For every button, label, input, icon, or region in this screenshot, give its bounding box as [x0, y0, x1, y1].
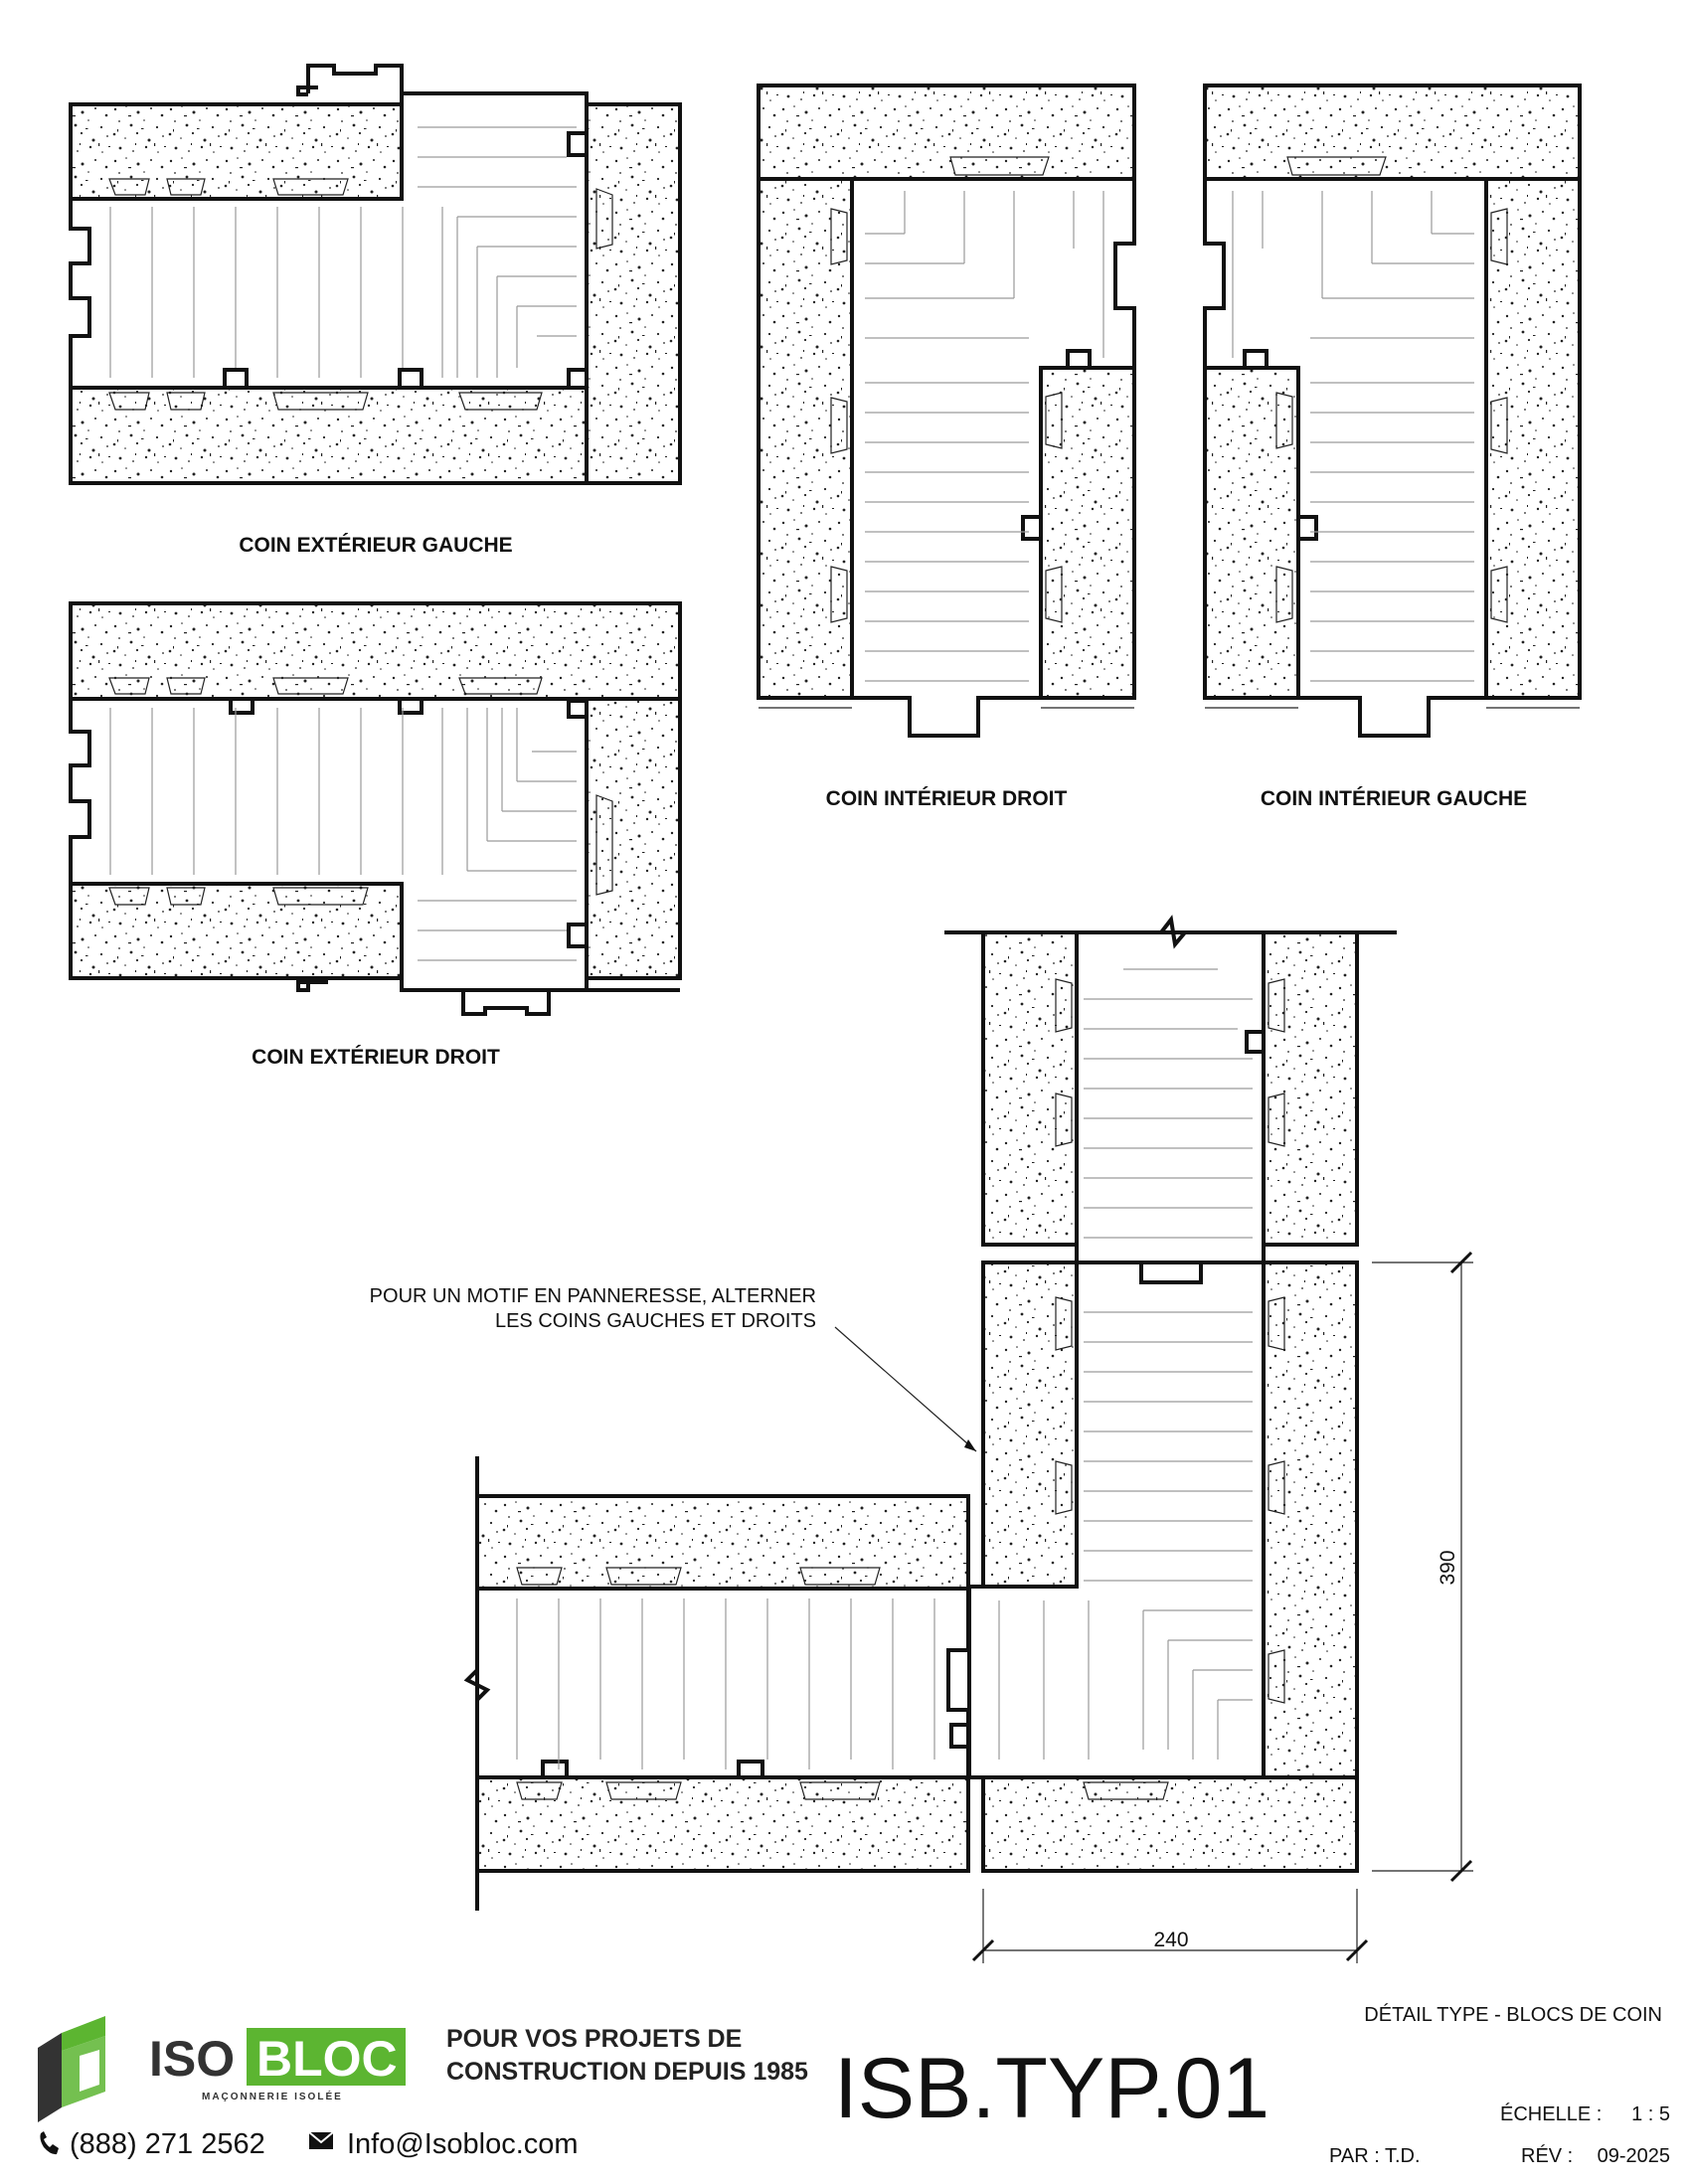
assembly-note-line2: LES COINS GAUCHES ET DROITS	[495, 1310, 816, 1332]
outer-right-caption: COIN EXTÉRIEUR DROIT	[252, 1046, 500, 1069]
outer-right-corner-diagram	[69, 601, 682, 1016]
inner-left-caption: COIN INTÉRIEUR GAUCHE	[1261, 787, 1527, 810]
inner-right-caption: COIN INTÉRIEUR DROIT	[826, 787, 1068, 810]
drawing-code: ISB.TYP.01	[834, 2041, 1269, 2136]
logo-subtitle: MAÇONNERIE ISOLÉE	[202, 2090, 343, 2102]
slogan-line1: POUR VOS PROJETS DE	[446, 2025, 742, 2053]
title-block: ISO BLOC MAÇONNERIE ISOLÉE POUR VOS PROJ…	[38, 2003, 1670, 2167]
outer-left-corner-diagram	[69, 64, 682, 485]
dimension-390: 390	[1437, 1550, 1459, 1585]
drawn-by: PAR : T.D.	[1329, 2145, 1421, 2167]
slogan-line2: CONSTRUCTION DEPUIS 1985	[446, 2058, 808, 2086]
revision-label: RÉV :	[1521, 2144, 1573, 2167]
revision-value: 09-2025	[1598, 2145, 1670, 2167]
sheet-title: DÉTAIL TYPE - BLOCS DE COIN	[1364, 2003, 1662, 2026]
phone-number[interactable]: (888) 271 2562	[70, 2128, 265, 2160]
scale-value: 1 : 5	[1631, 2103, 1670, 2125]
inner-left-corner-diagram	[1203, 84, 1582, 738]
logo-bloc: BLOC	[256, 2031, 398, 2087]
dimension-240: 240	[1153, 1929, 1188, 1951]
phone-icon	[40, 2131, 59, 2155]
envelope-icon	[308, 2131, 334, 2149]
assembly-diagram	[463, 915, 1473, 1963]
assembly-note-line1: POUR UN MOTIF EN PANNERESSE, ALTERNER	[370, 1285, 816, 1307]
inner-right-corner-diagram	[757, 84, 1136, 738]
logo-iso: ISO	[149, 2031, 235, 2087]
email-address[interactable]: Info@Isobloc.com	[347, 2128, 579, 2160]
outer-left-caption: COIN EXTÉRIEUR GAUCHE	[239, 534, 512, 557]
isobloc-logo	[38, 2016, 406, 2122]
scale-label: ÉCHELLE :	[1500, 2102, 1602, 2125]
